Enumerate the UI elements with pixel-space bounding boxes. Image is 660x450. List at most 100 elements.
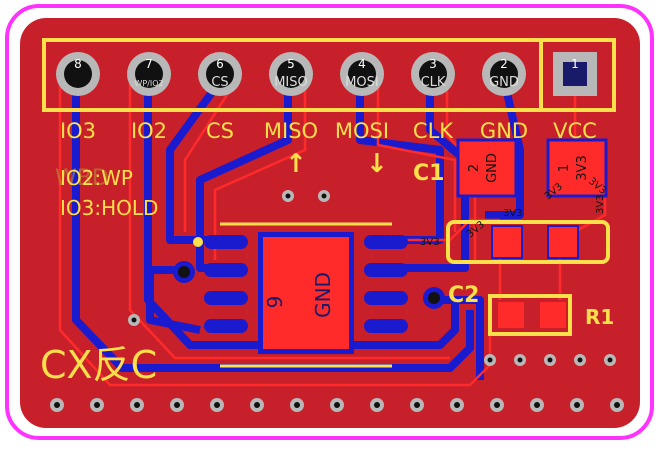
header-pin-hole [206, 60, 234, 88]
bottom-hole [174, 402, 180, 408]
chip-pad-number: 9 [263, 296, 287, 309]
r1-pad-right [540, 302, 566, 328]
board-outline [5, 4, 654, 440]
header-pin-label: MISO [274, 75, 308, 90]
via-hole [607, 357, 613, 363]
bottom-hole [294, 402, 300, 408]
bottom-hole [574, 402, 580, 408]
c1-label: C1 [413, 161, 444, 186]
header-pin-label: CS [211, 75, 228, 90]
c2-outline [446, 220, 610, 264]
flash-chip: 9 GND [193, 222, 408, 368]
chip-pad-right [364, 263, 408, 277]
bottom-hole [374, 402, 380, 408]
header-pin-label: GND [489, 75, 519, 90]
chip-pad-right [364, 291, 408, 305]
c2-pad-left [491, 225, 523, 259]
bottom-hole [54, 402, 60, 408]
bottom-hole [134, 402, 140, 408]
arrow-up-icon: ↑ [285, 149, 307, 179]
bottom-holes [50, 398, 624, 412]
chip-pad-right [364, 235, 408, 249]
header-pin-hole [419, 60, 447, 88]
header-pin-label: 3V3 [562, 75, 587, 90]
header-pin-name: IO2 [131, 119, 167, 143]
header-pin-number: 4 [358, 57, 366, 71]
capacitor-c1: 2 GND 1 3V3 C1 [413, 138, 608, 198]
header-pin-number: 3 [429, 57, 437, 71]
header-pin-number: 6 [216, 57, 224, 71]
net-label: 3V3 [503, 208, 523, 219]
via-hole [547, 357, 553, 363]
c1-pad-1 [546, 138, 608, 198]
via-hole [285, 193, 291, 199]
header-pin-label: CLK [421, 75, 446, 90]
header-pin1-box [539, 38, 616, 112]
c1-pad1-number: 1 [557, 164, 572, 172]
bottom-hole [334, 402, 340, 408]
net-label: 3V3 [595, 194, 606, 214]
chip-pin1-dot [193, 237, 203, 247]
note-ghost-text: WBD [55, 166, 109, 191]
via-hole [577, 357, 583, 363]
header-pin-hole [563, 62, 587, 86]
header-pin-hole [277, 60, 305, 88]
chip-pad-left [204, 263, 248, 277]
header-pin-name: IO3 [60, 119, 96, 143]
c2-pad-right [547, 225, 579, 259]
c1-pad-2 [456, 138, 518, 198]
via-hole [321, 193, 327, 199]
header-pin-name: CS [206, 119, 234, 143]
header-pin-number: 8 [74, 57, 82, 71]
header-pin-hole [64, 60, 92, 88]
header-pin-number: 1 [571, 57, 579, 71]
c1-pad1-net: 3V3 [575, 155, 590, 180]
bottom-hole [454, 402, 460, 408]
arrow-down-icon: ↓ [366, 149, 388, 179]
header-pin-label: MOSI [345, 75, 379, 90]
chip-pad-left [204, 291, 248, 305]
chip-pads [204, 235, 408, 333]
c2-label: C2 [448, 283, 479, 308]
via-hole [517, 357, 523, 363]
resistor-r1: R1 [488, 294, 614, 336]
mount-hole-left-inner [178, 266, 190, 278]
bottom-hole [534, 402, 540, 408]
bottom-hole [94, 402, 100, 408]
chip-pad-left [204, 319, 248, 333]
chip-pad-net: GND [311, 272, 335, 318]
note-wp-text: IO2:WP [60, 166, 133, 190]
header-pin-name: MOSI [335, 119, 389, 143]
header-pin-hole [348, 60, 376, 88]
mount-hole-right-inner [428, 292, 440, 304]
chip-pad-right [364, 319, 408, 333]
note-hold-text: IO3:HOLD [60, 196, 158, 220]
via-hole [487, 357, 493, 363]
header-pin-label: WP/IO2 [134, 79, 163, 88]
header-pin-number: 2 [500, 57, 508, 71]
bottom-hole [254, 402, 260, 408]
r1-label: R1 [585, 305, 614, 329]
header-pin-name: MISO [264, 119, 318, 143]
bottom-hole [414, 402, 420, 408]
header-pin-number: 7 [145, 57, 153, 71]
board-logo: CX反C [40, 343, 157, 387]
r1-outline [488, 294, 572, 336]
capacitor-c2: C2 [446, 220, 610, 308]
net-label: 3V3 [420, 237, 440, 248]
bottom-hole [214, 402, 220, 408]
c1-pad2-number: 2 [467, 164, 482, 172]
c1-pad2-net: GND [485, 153, 500, 183]
header-pin-name: CLK [413, 119, 454, 143]
header-pin-hole [135, 60, 163, 88]
via-hole [131, 317, 137, 323]
chip-thermal-pad-top [263, 237, 349, 349]
bottom-hole [614, 402, 620, 408]
chip-pad-left [204, 235, 248, 249]
bottom-hole [494, 402, 500, 408]
header-pin-number: 5 [287, 57, 295, 71]
r1-pad-left [498, 302, 524, 328]
